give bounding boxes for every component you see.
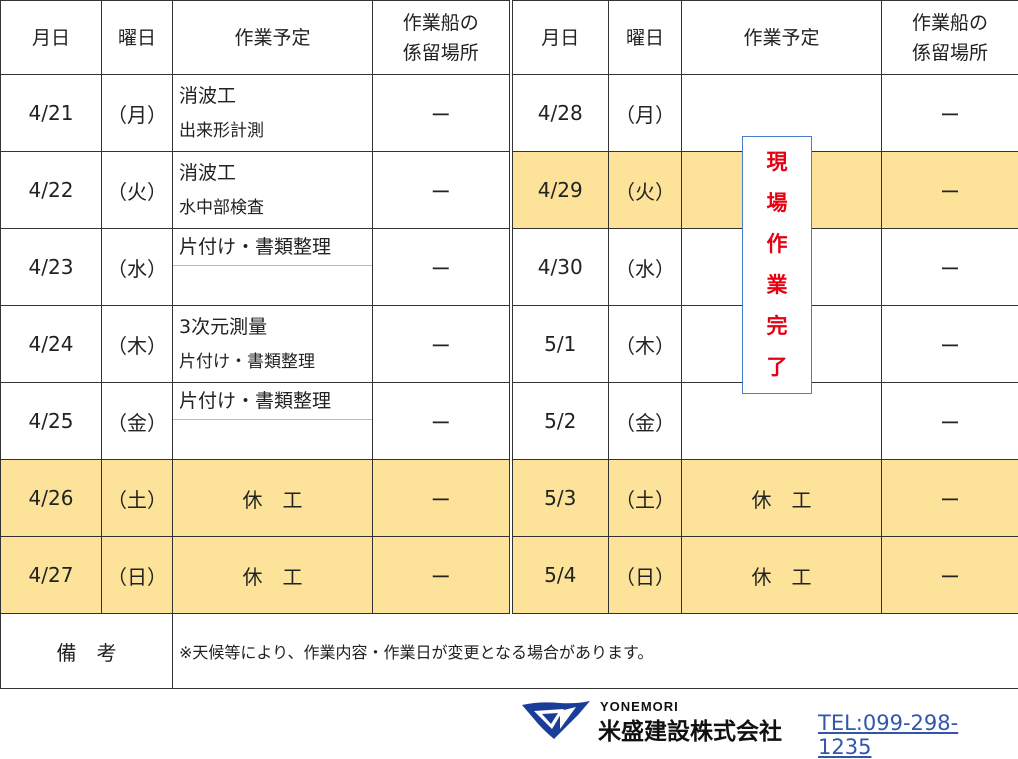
weekday-cell: （土） (102, 460, 173, 537)
table-row: 4/22 （火） 消波工 水中部検査 ー 4/29 （火） ー (1, 152, 1018, 229)
task-cell: 消波工 水中部検査 (173, 152, 373, 229)
task-cell: 片付け・書類整理 (173, 229, 373, 306)
weekday-cell: （日） (102, 537, 173, 614)
date-cell: 4/26 (1, 460, 102, 537)
date-cell: 4/23 (1, 229, 102, 306)
date-cell: 4/24 (1, 306, 102, 383)
table-row: 4/27 （日） 休 工 ー 5/4 （日） 休 工 ー (1, 537, 1018, 614)
date-cell: 5/1 (511, 306, 609, 383)
completion-char: 業 (767, 265, 788, 306)
date-cell: 5/2 (511, 383, 609, 460)
date-cell: 4/28 (511, 75, 609, 152)
mooring-cell: ー (882, 75, 1018, 152)
task-cell (682, 383, 882, 460)
mooring-cell: ー (373, 460, 511, 537)
task-cell: 休 工 (682, 460, 882, 537)
weekday-cell: （水） (102, 229, 173, 306)
header-mooring-line2: 係留場所 (403, 42, 479, 64)
header-mooring-line1: 作業船の (403, 12, 479, 34)
date-cell: 4/27 (1, 537, 102, 614)
task-line: 片付け・書類整理 (173, 383, 372, 420)
weekday-cell: （木） (609, 306, 682, 383)
task-line: 片付け・書類整理 (173, 345, 372, 379)
mooring-cell: ー (373, 75, 511, 152)
header-date-right: 月日 (511, 1, 609, 75)
mooring-cell: ー (882, 152, 1018, 229)
completion-char: 了 (767, 347, 788, 388)
weekday-cell: （金） (102, 383, 173, 460)
mooring-cell: ー (882, 537, 1018, 614)
weekday-cell: （木） (102, 306, 173, 383)
mooring-cell: ー (373, 537, 511, 614)
task-line: 3次元測量 (173, 309, 372, 345)
task-line: 出来形計測 (173, 114, 372, 148)
mooring-cell: ー (882, 383, 1018, 460)
task-cell: 休 工 (173, 537, 373, 614)
header-mooring-line1-right: 作業船の (912, 12, 988, 34)
weekday-cell: （火） (609, 152, 682, 229)
table-row: 4/25 （金） 片付け・書類整理 ー 5/2 （金） ー (1, 383, 1018, 460)
date-cell: 4/22 (1, 152, 102, 229)
header-weekday: 曜日 (102, 1, 173, 75)
date-cell: 4/21 (1, 75, 102, 152)
mooring-cell: ー (373, 229, 511, 306)
header-weekday-right: 曜日 (609, 1, 682, 75)
header-plan: 作業予定 (173, 1, 373, 75)
header-date: 月日 (1, 1, 102, 75)
mooring-cell: ー (882, 460, 1018, 537)
header-mooring: 作業船の 係留場所 (373, 1, 511, 75)
weekday-cell: （火） (102, 152, 173, 229)
date-cell: 4/30 (511, 229, 609, 306)
mooring-cell: ー (373, 152, 511, 229)
weekday-cell: （月） (102, 75, 173, 152)
mooring-cell: ー (373, 383, 511, 460)
phone-link[interactable]: TEL:099-298-1235 (818, 711, 1000, 759)
table-row: 4/24 （木） 3次元測量 片付け・書類整理 ー 5/1 （木） ー (1, 306, 1018, 383)
task-line: 片付け・書類整理 (173, 229, 372, 266)
notes-label: 備 考 (1, 614, 173, 689)
mooring-cell: ー (882, 306, 1018, 383)
task-cell: 休 工 (682, 537, 882, 614)
completion-char: 現 (767, 142, 788, 183)
table-row: 4/23 （水） 片付け・書類整理 ー 4/30 （水） ー (1, 229, 1018, 306)
table-row: 4/26 （土） 休 工 ー 5/3 （土） 休 工 ー (1, 460, 1018, 537)
header-mooring-line2-right: 係留場所 (912, 42, 988, 64)
weekday-cell: （金） (609, 383, 682, 460)
task-cell: 片付け・書類整理 (173, 383, 373, 460)
task-cell: 休 工 (173, 460, 373, 537)
schedule-table: 月日 曜日 作業予定 作業船の 係留場所 月日 曜日 作業予定 作業船の 係留場… (0, 0, 1018, 689)
company-footer: YONEMORI 米盛建設株式会社 TEL:099-298-1235 (520, 697, 1000, 743)
header-row: 月日 曜日 作業予定 作業船の 係留場所 月日 曜日 作業予定 作業船の 係留場… (1, 1, 1018, 75)
date-cell: 5/4 (511, 537, 609, 614)
date-cell: 4/25 (1, 383, 102, 460)
weekday-cell: （水） (609, 229, 682, 306)
company-logo-icon (520, 699, 592, 741)
company-name-jp: 米盛建設株式会社 (598, 712, 782, 746)
task-line: 水中部検査 (173, 191, 372, 225)
table-row: 4/21 （月） 消波工 出来形計測 ー 4/28 （月） ー (1, 75, 1018, 152)
weekday-cell: （土） (609, 460, 682, 537)
notes-row: 備 考 ※天候等により、作業内容・作業日が変更となる場合があります。 (1, 614, 1018, 689)
task-line: 消波工 (173, 155, 372, 191)
notes-text: ※天候等により、作業内容・作業日が変更となる場合があります。 (173, 614, 1018, 689)
weekday-cell: （日） (609, 537, 682, 614)
site-work-completed-box: 現 場 作 業 完 了 (742, 136, 812, 394)
completion-char: 場 (767, 183, 788, 224)
completion-char: 作 (767, 224, 788, 265)
mooring-cell: ー (373, 306, 511, 383)
completion-char: 完 (767, 306, 788, 347)
task-line: 消波工 (173, 78, 372, 114)
mooring-cell: ー (882, 229, 1018, 306)
date-cell: 5/3 (511, 460, 609, 537)
weekday-cell: （月） (609, 75, 682, 152)
task-line (173, 266, 372, 304)
task-line (173, 420, 372, 458)
task-cell: 3次元測量 片付け・書類整理 (173, 306, 373, 383)
task-cell: 消波工 出来形計測 (173, 75, 373, 152)
date-cell: 4/29 (511, 152, 609, 229)
header-plan-right: 作業予定 (682, 1, 882, 75)
header-mooring-right: 作業船の 係留場所 (882, 1, 1018, 75)
